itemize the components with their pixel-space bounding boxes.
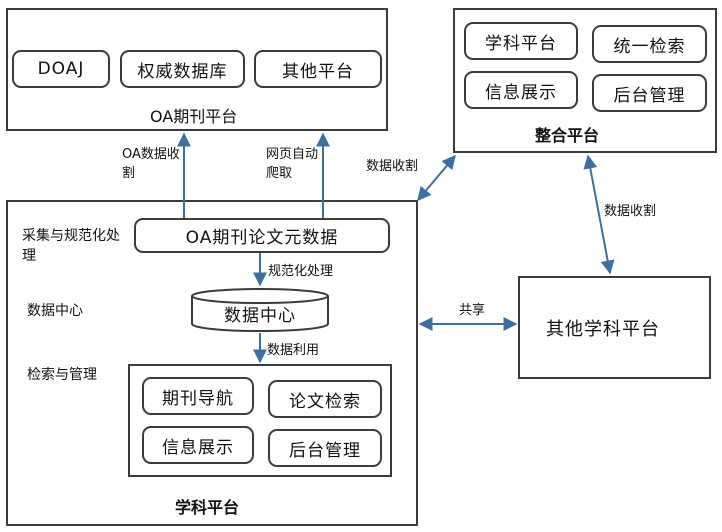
- other-subject-platform-title: 其他学科平台: [546, 319, 660, 340]
- side-label-retrieval: 检索与管理: [27, 367, 97, 383]
- edge-label-share: 共享: [459, 303, 486, 318]
- integration-item-subject-label: 学科平台: [485, 33, 557, 54]
- other-subject-platform: [518, 276, 711, 379]
- subject-item-info-display: 信息展示: [142, 426, 254, 464]
- integration-item-unified-search-label: 统一检索: [613, 36, 686, 57]
- edge-label-oa-collect: OA数据收割: [122, 147, 180, 181]
- subject-item-journal-nav: 期刊导航: [142, 377, 254, 415]
- integration-item-unified-search: 统一检索: [592, 25, 707, 63]
- edge-label-web-crawl: 网页自动爬取: [266, 147, 319, 181]
- integration-item-subject: 学科平台: [464, 22, 578, 60]
- subject-item-info-display-label: 信息展示: [162, 437, 234, 458]
- integration-item-backend: 后台管理: [592, 74, 707, 112]
- edge-label-harvest-right: 数据收割: [604, 204, 657, 219]
- integration-platform-title: 整合平台: [535, 126, 600, 145]
- oa-metadata-box: OA期刊论文元数据: [134, 218, 390, 253]
- subject-platform-title: 学科平台: [175, 498, 240, 517]
- oa-item-other: 其他平台: [254, 50, 382, 88]
- subject-item-backend: 后台管理: [268, 429, 382, 467]
- oa-metadata-label: OA期刊论文元数据: [185, 228, 339, 248]
- oa-item-authority-db: 权威数据库: [120, 50, 245, 88]
- side-label-collect: 采集与规范化处理: [22, 228, 120, 264]
- side-label-data-center: 数据中心: [27, 303, 83, 319]
- arrow-harvest-integration: [417, 154, 456, 202]
- oa-item-other-label: 其他平台: [282, 61, 354, 82]
- integration-item-info-display-label: 信息展示: [485, 82, 557, 103]
- oa-item-doaj: DOAJ: [12, 50, 110, 88]
- data-center-label: 数据中心: [224, 305, 296, 326]
- integration-item-info-display: 信息展示: [464, 71, 578, 109]
- subject-item-journal-nav-label: 期刊导航: [162, 388, 234, 409]
- oa-platform-title: OA期刊平台: [150, 107, 238, 126]
- edge-label-data-use: 数据利用: [267, 343, 320, 358]
- integration-item-backend-label: 后台管理: [613, 85, 686, 106]
- oa-item-authority-db-label: 权威数据库: [137, 61, 228, 82]
- edge-label-normalize: 规范化处理: [268, 264, 334, 279]
- subject-item-paper-search: 论文检索: [268, 380, 382, 418]
- edge-label-harvest-top: 数据收割: [366, 159, 419, 174]
- oa-item-doaj-label: DOAJ: [37, 59, 85, 79]
- arrow-harvest-other: [583, 154, 615, 275]
- subject-item-paper-search-label: 论文检索: [289, 391, 361, 412]
- subject-item-backend-label: 后台管理: [289, 440, 361, 461]
- data-center-cylinder: [191, 288, 329, 332]
